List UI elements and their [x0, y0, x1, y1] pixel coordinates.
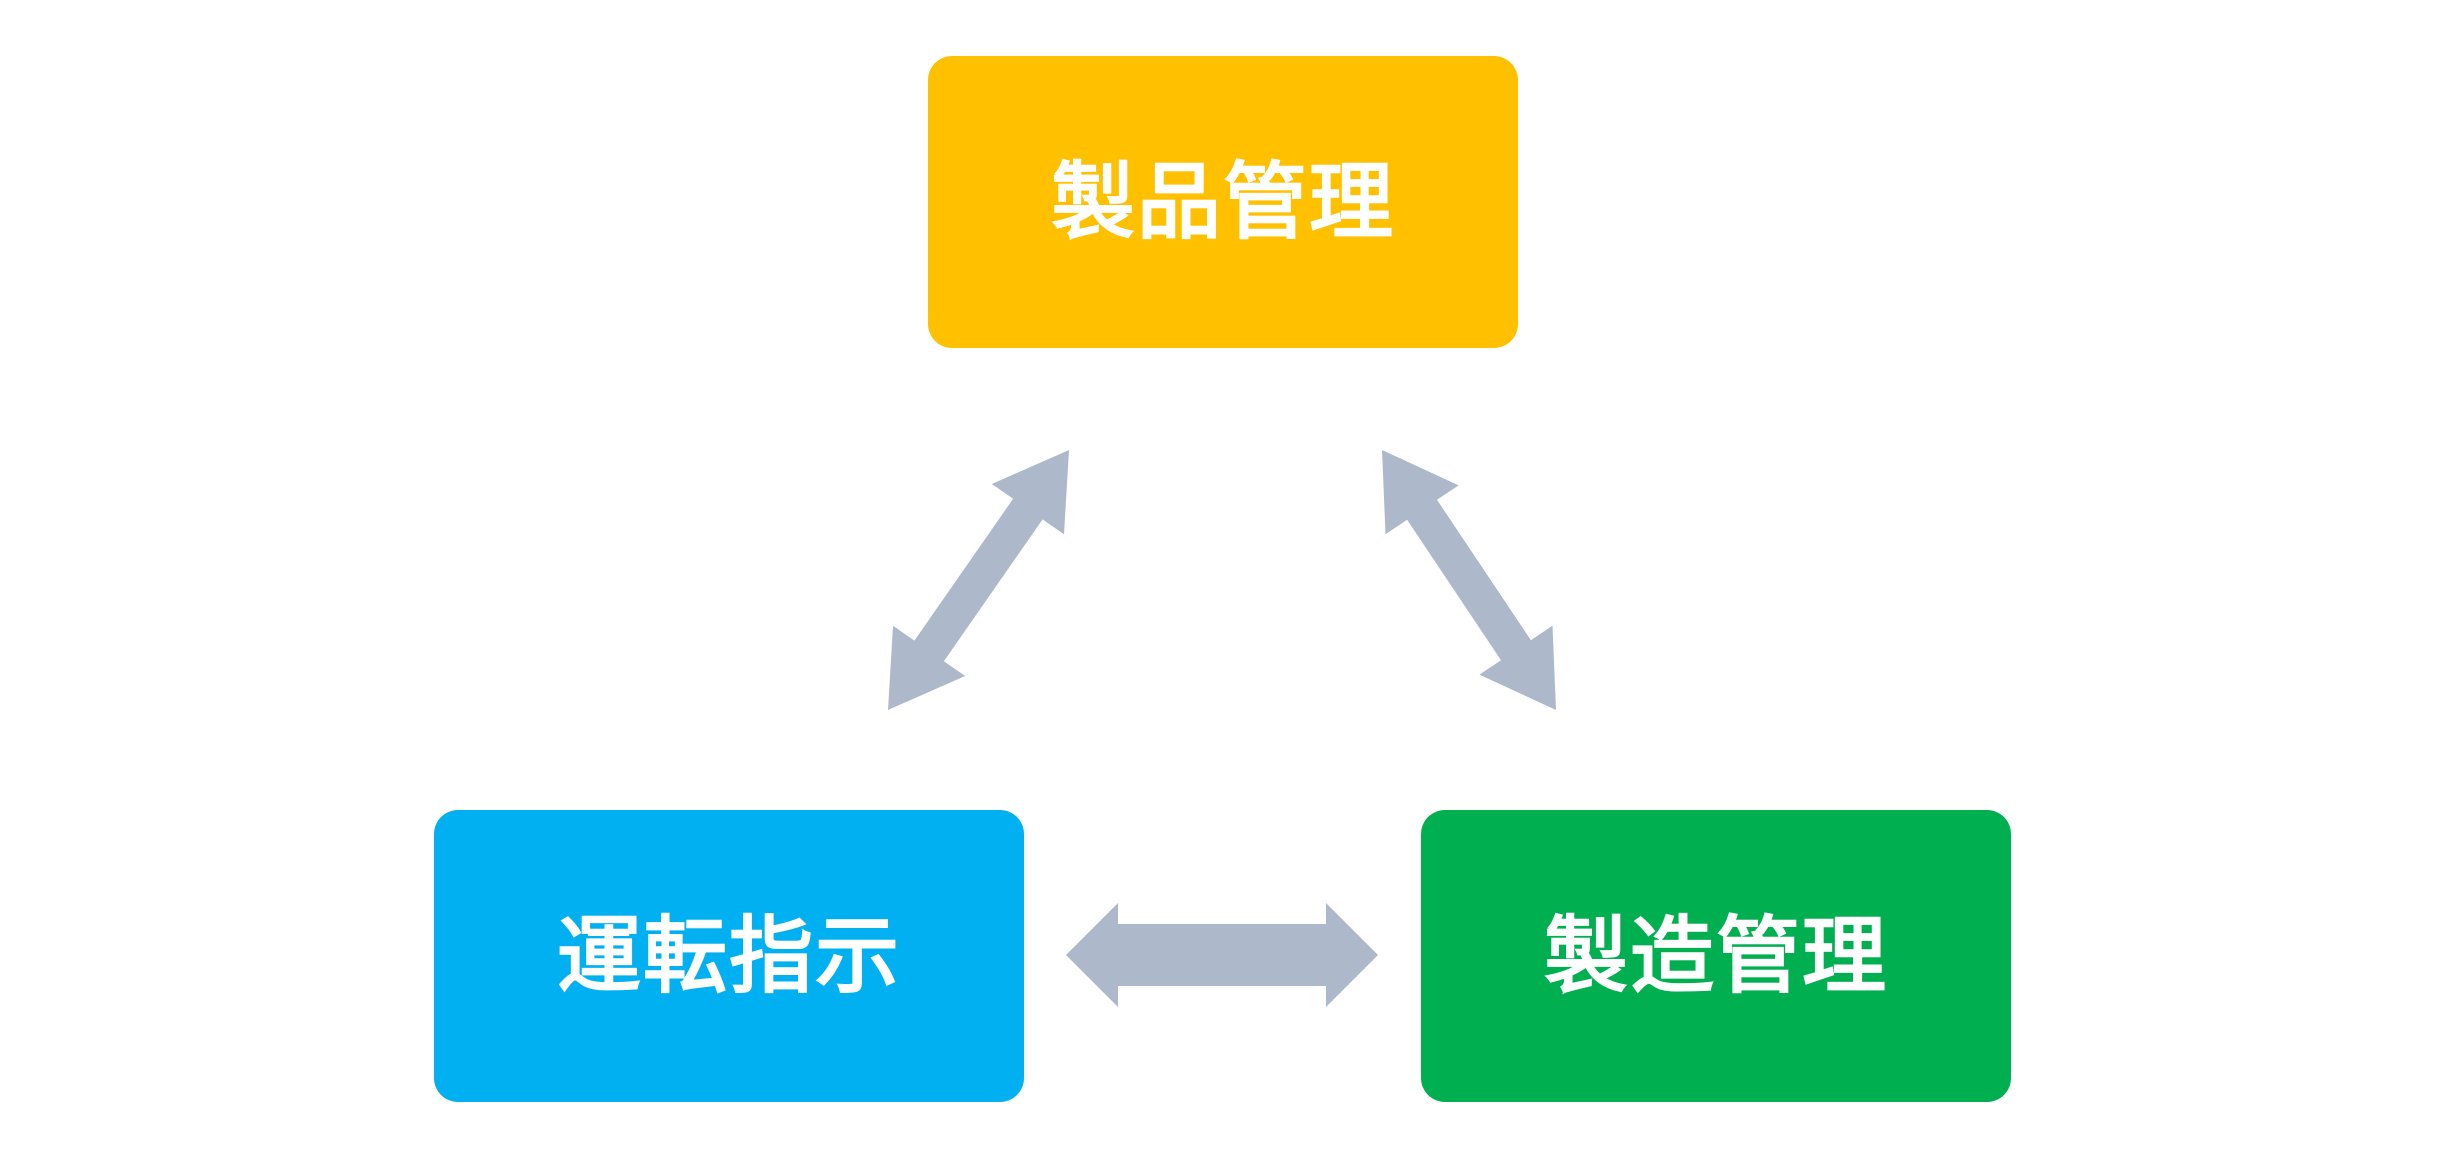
- double-arrow-icon: [1066, 903, 1378, 1007]
- operation-instruction-box: 運転指示: [434, 810, 1024, 1102]
- arrow-operation-manufacturing: [1066, 903, 1378, 1007]
- manufacturing-management-label: 製造管理: [1543, 907, 1888, 1005]
- operation-instruction-label: 運転指示: [556, 907, 901, 1005]
- double-arrow-icon: [1382, 450, 1556, 710]
- product-management-label: 製品管理: [1050, 153, 1395, 251]
- double-arrow-icon: [888, 450, 1069, 710]
- arrow-product-operation: [888, 450, 1069, 710]
- product-management-box: 製品管理: [928, 56, 1518, 348]
- manufacturing-management-box: 製造管理: [1421, 810, 2011, 1102]
- arrow-product-manufacturing: [1382, 450, 1556, 710]
